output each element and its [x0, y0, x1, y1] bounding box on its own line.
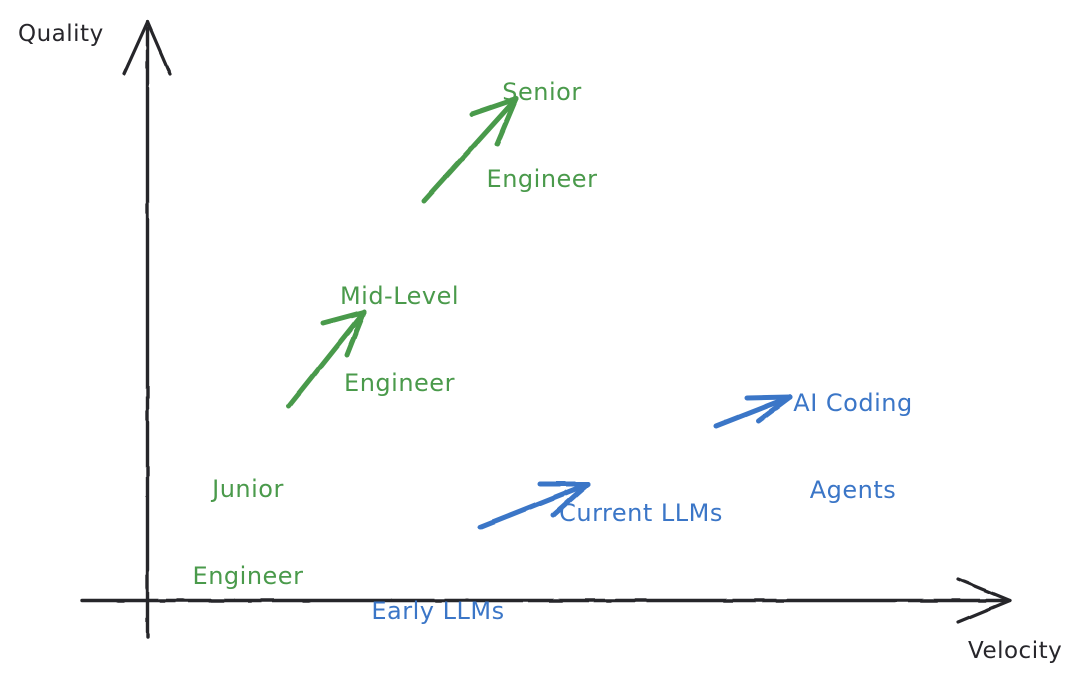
- y-axis-label: Quality: [18, 21, 104, 47]
- node-current-llms: Current LLMs: [546, 440, 736, 586]
- node-ai-coding-agents-line2: Agents: [809, 476, 897, 505]
- x-axis-label: Velocity: [968, 638, 1063, 664]
- node-junior-engineer-line2: Engineer: [192, 562, 304, 591]
- x-axis: [80, 577, 1012, 624]
- node-senior-engineer: Senior Engineer: [472, 19, 612, 253]
- node-mid-level-engineer-line1: Mid-Level: [339, 281, 460, 310]
- y-axis: [122, 20, 172, 639]
- node-ai-coding-agents: AI Coding Agents: [778, 330, 928, 564]
- node-junior-engineer: Junior Engineer: [178, 416, 318, 650]
- arrow-mid-to-senior: [421, 96, 519, 204]
- node-early-llms: Early LLMs: [358, 538, 518, 684]
- node-mid-level-engineer: Mid-Level Engineer: [327, 223, 472, 457]
- arrow-current-to-agents: [713, 394, 793, 429]
- node-junior-engineer-line1: Junior: [212, 474, 284, 503]
- node-mid-level-engineer-line2: Engineer: [344, 369, 455, 398]
- node-current-llms-line1: Current LLMs: [559, 498, 723, 527]
- node-early-llms-line1: Early LLMs: [371, 596, 505, 625]
- node-senior-engineer-line1: Senior: [502, 77, 582, 106]
- arrow-junior-to-mid: [286, 309, 367, 409]
- node-senior-engineer-line2: Engineer: [486, 165, 598, 194]
- node-ai-coding-agents-line1: AI Coding: [793, 388, 913, 417]
- arrow-early-to-current: [477, 481, 591, 530]
